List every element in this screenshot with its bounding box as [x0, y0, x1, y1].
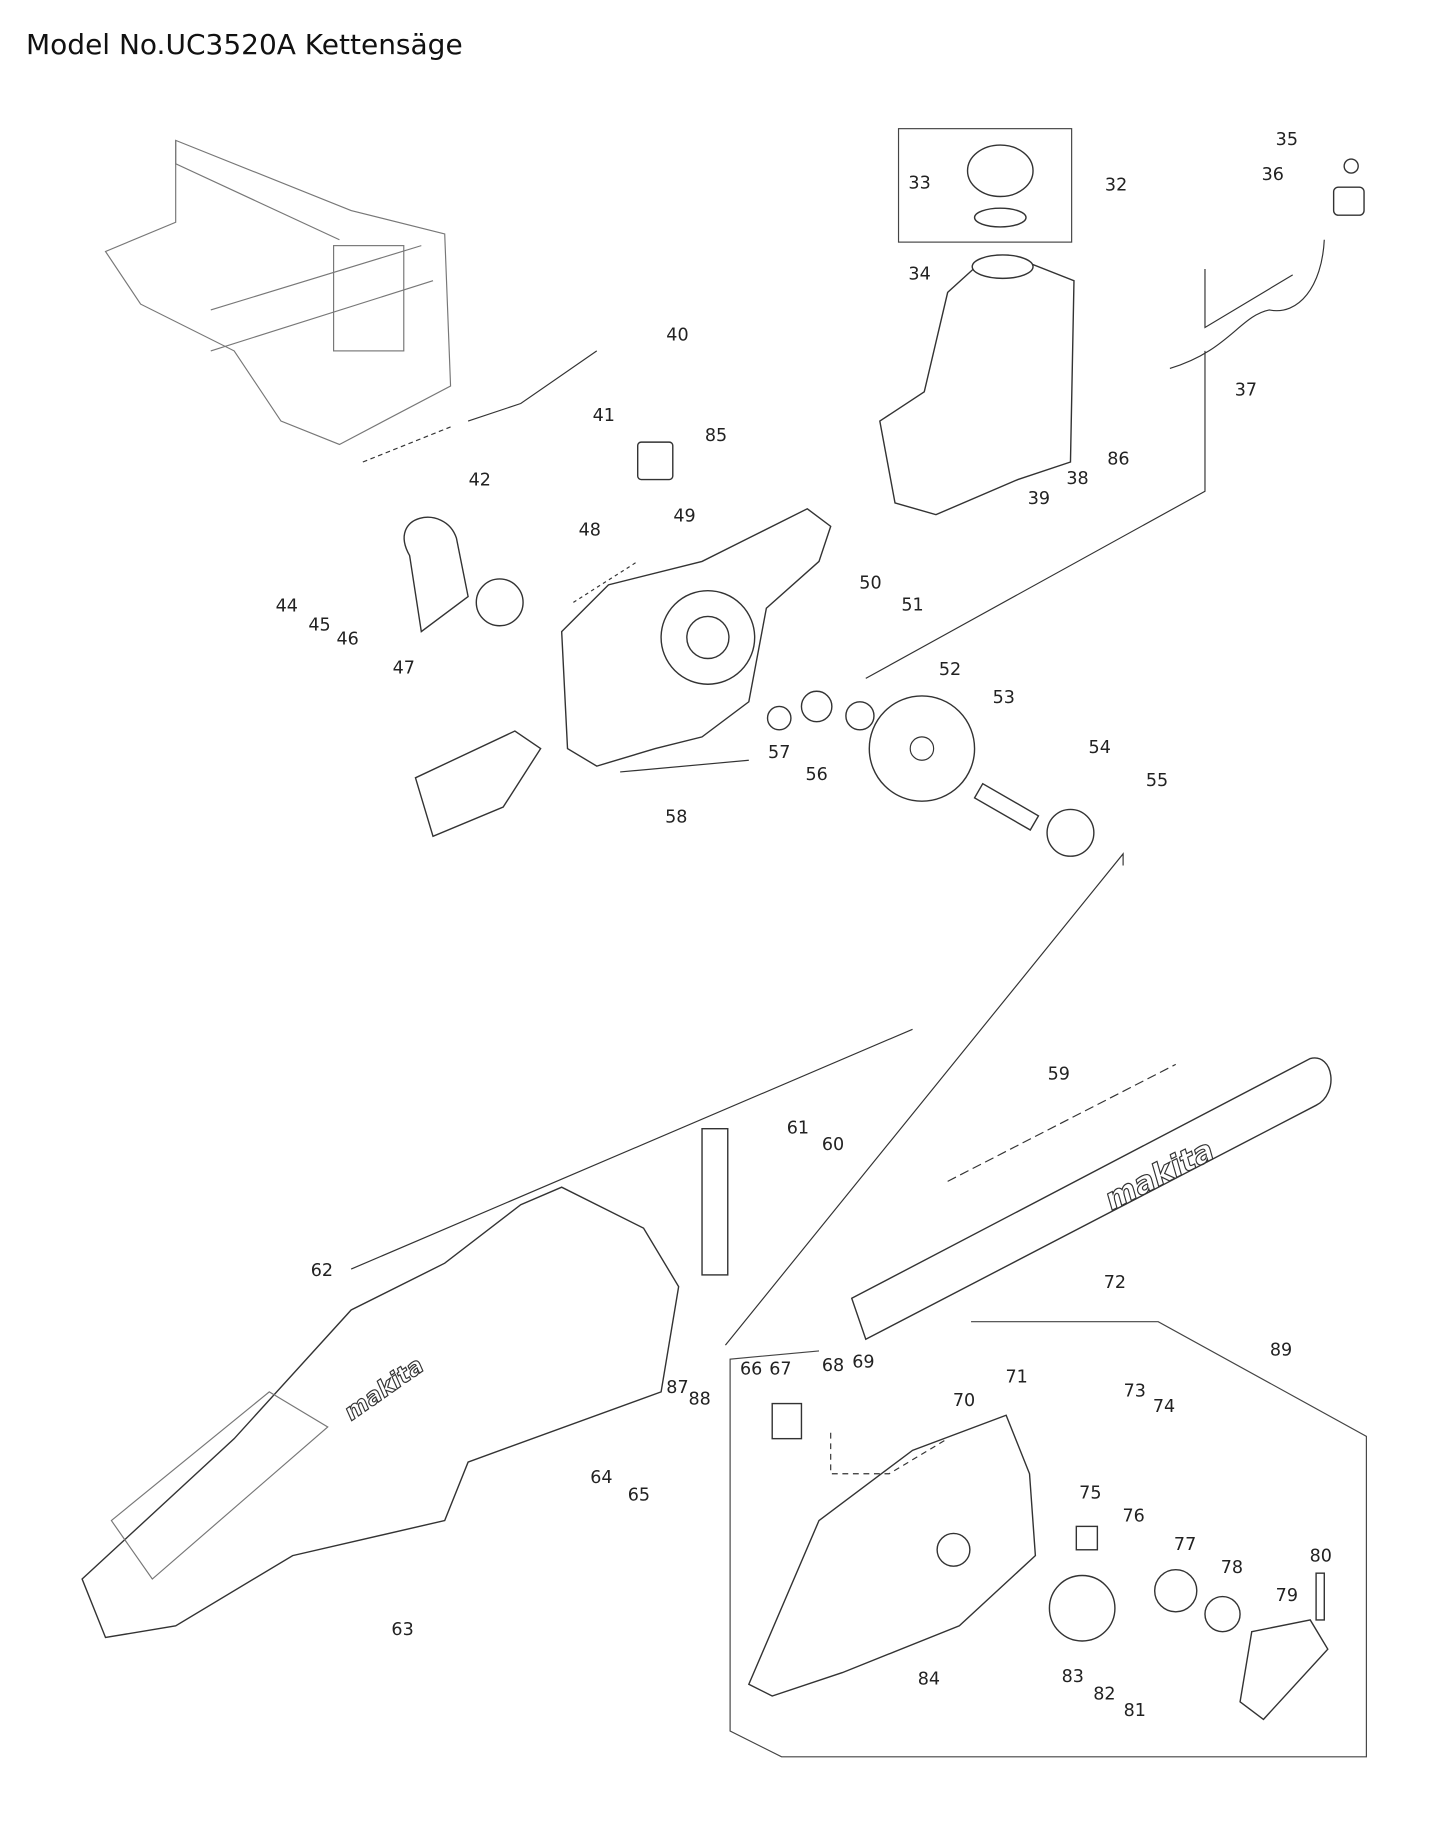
part-number-label: 78 — [1221, 1558, 1243, 1578]
part-number-label: 74 — [1153, 1397, 1175, 1417]
part-number-label: 86 — [1107, 449, 1129, 469]
handle-grip — [414, 730, 542, 838]
part-number-label: 73 — [1124, 1382, 1146, 1402]
part-number-labels: 35 36 32 33 34 40 37 41 85 86 42 38 39 49 48 50 44 51 45 46… — [276, 130, 1332, 1721]
part-number-label: 58 — [665, 807, 687, 827]
part-number-label: 49 — [673, 507, 695, 527]
bearing — [1046, 808, 1095, 857]
part-number-label: 44 — [276, 597, 298, 617]
cap-gasket — [973, 207, 1027, 228]
part-number-label: 48 — [579, 521, 601, 541]
part-number-label: 35 — [1276, 130, 1298, 150]
saw-chain — [947, 1063, 1177, 1182]
page-title: Model No.UC3520A Kettensäge — [26, 28, 463, 61]
part-number-label: 40 — [666, 325, 688, 345]
part-number-label: 45 — [308, 615, 330, 635]
part-number-label: 85 — [705, 426, 727, 446]
part-number-label: 34 — [908, 265, 930, 285]
part-number-label: 32 — [1105, 176, 1127, 196]
large-gear — [868, 695, 976, 802]
part-number-label: 46 — [336, 629, 358, 649]
hose-fitting — [1332, 186, 1365, 216]
part-number-label: 72 — [1104, 1273, 1126, 1293]
part-number-label: 87 — [666, 1378, 688, 1398]
part-number-label: 69 — [852, 1352, 874, 1372]
part-number-label: 64 — [590, 1468, 612, 1488]
part-number-label: 41 — [593, 406, 615, 426]
part-number-label: 71 — [1006, 1368, 1028, 1388]
brake-band — [403, 516, 469, 633]
part-number-label: 59 — [1048, 1065, 1070, 1085]
part-number-label: 63 — [391, 1620, 413, 1640]
part-number-label: 36 — [1262, 165, 1284, 185]
cap-group-box — [897, 128, 1073, 243]
part-number-label: 83 — [1062, 1667, 1084, 1687]
part-number-label: 52 — [939, 660, 961, 680]
part-number-label: 80 — [1310, 1546, 1332, 1566]
part-number-label: 33 — [908, 173, 930, 193]
part-number-label: 42 — [469, 470, 491, 490]
chain-catcher — [701, 1128, 729, 1276]
o-ring — [1343, 158, 1359, 174]
part-number-label: 37 — [1235, 380, 1257, 400]
part-number-label: 88 — [689, 1390, 711, 1410]
part-number-label: 56 — [806, 765, 828, 785]
oil-tank — [879, 262, 1075, 516]
part-number-label: 77 — [1174, 1535, 1196, 1555]
part-number-label: 67 — [769, 1359, 791, 1379]
part-number-label: 39 — [1028, 489, 1050, 509]
main-housing — [81, 1186, 680, 1639]
part-number-label: 82 — [1093, 1684, 1115, 1704]
sprocket-cover — [747, 1414, 1037, 1697]
part-number-label: 53 — [993, 688, 1015, 708]
part-number-label: 60 — [822, 1135, 844, 1155]
part-number-label: 61 — [787, 1118, 809, 1138]
guide-bar — [850, 1057, 1332, 1341]
part-number-label: 65 — [628, 1486, 650, 1506]
side-cover — [1239, 1619, 1329, 1721]
part-number-label: 54 — [1089, 738, 1111, 758]
part-number-label: 50 — [859, 573, 881, 593]
part-number-label: 62 — [311, 1261, 333, 1281]
part-number-label: 79 — [1276, 1586, 1298, 1606]
spindle — [973, 782, 1040, 831]
part-number-label: 70 — [953, 1391, 975, 1411]
part-number-label: 84 — [918, 1669, 940, 1689]
cover-group-box — [729, 1321, 1367, 1758]
carbon-brush — [636, 441, 674, 481]
part-number-label: 76 — [1122, 1507, 1144, 1527]
part-number-label: 89 — [1270, 1341, 1292, 1361]
part-number-label: 55 — [1146, 771, 1168, 791]
part-number-label: 57 — [768, 743, 790, 763]
oil-hose — [1169, 239, 1325, 369]
part-number-label: 68 — [822, 1356, 844, 1376]
part-number-label: 38 — [1066, 469, 1088, 489]
part-number-label: 81 — [1124, 1701, 1146, 1721]
part-number-label: 75 — [1079, 1483, 1101, 1503]
tank-cap — [966, 144, 1034, 198]
motor-housing-outline — [104, 139, 452, 446]
part-number-label: 47 — [393, 659, 415, 679]
part-number-label: 51 — [901, 596, 923, 616]
part-number-label: 66 — [740, 1359, 762, 1379]
